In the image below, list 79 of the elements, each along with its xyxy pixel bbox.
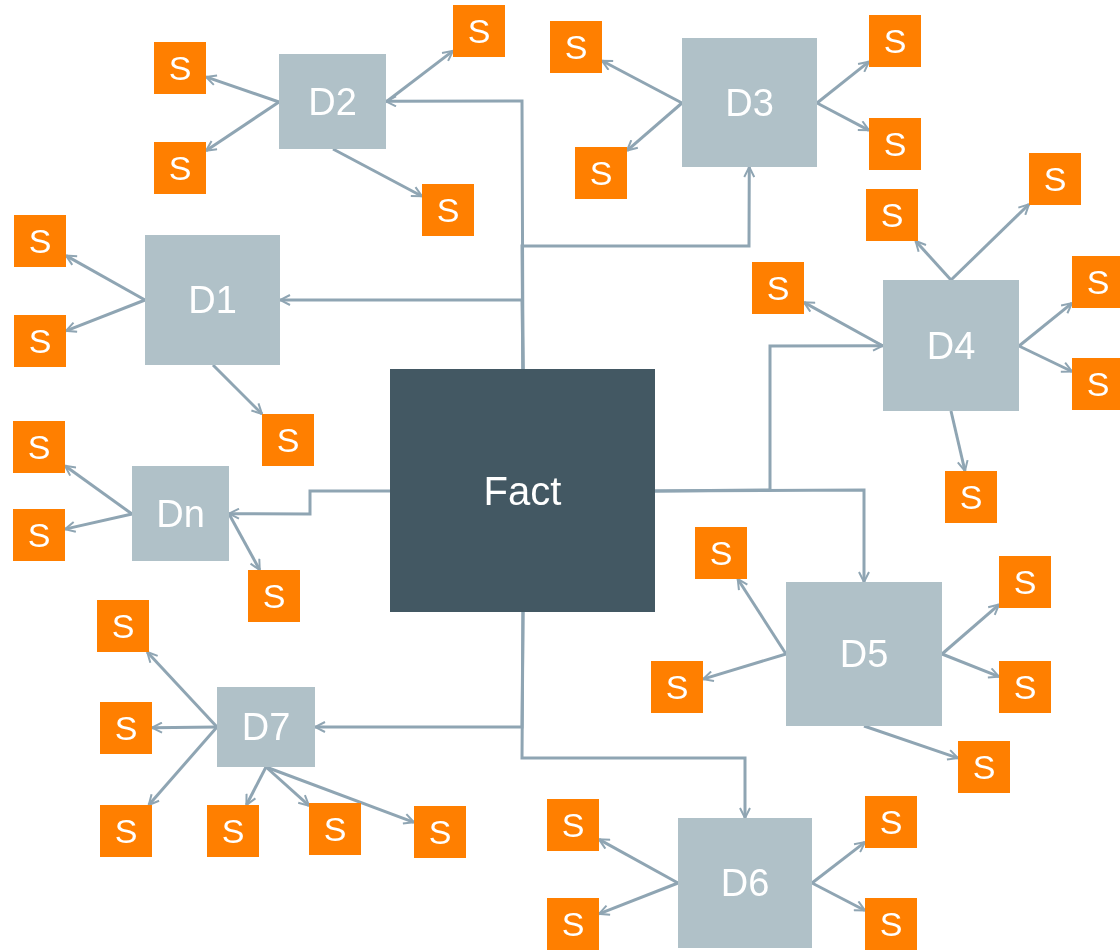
fact-box: Fact <box>390 369 655 612</box>
source-box: S <box>154 142 206 194</box>
arrow <box>816 101 870 132</box>
source-box: S <box>866 189 918 241</box>
arrow <box>228 489 390 520</box>
source-box: S <box>547 898 599 950</box>
arrow <box>147 726 219 806</box>
source-box: S <box>13 421 65 473</box>
source-box: S <box>14 215 66 267</box>
source-box: S <box>14 315 66 367</box>
arrow <box>65 298 146 333</box>
source-box: S <box>869 15 921 67</box>
source-box: S <box>262 414 314 466</box>
dimension-box: D5 <box>786 582 942 726</box>
arrow <box>601 59 683 105</box>
source-box: S <box>999 556 1051 608</box>
arrow <box>626 101 683 152</box>
arrow <box>151 721 217 734</box>
dimension-box: D3 <box>682 38 817 167</box>
source-box: S <box>651 661 703 713</box>
dimension-box: D4 <box>883 280 1019 411</box>
dimension-box: Dn <box>132 466 229 561</box>
arrow <box>655 488 870 583</box>
arrow <box>211 363 264 416</box>
arrow <box>1018 344 1073 373</box>
source-box: S <box>865 796 917 848</box>
dimension-box: D6 <box>678 818 812 948</box>
source-box: S <box>100 805 152 857</box>
arrow <box>736 578 788 655</box>
dimension-box: D7 <box>217 687 315 767</box>
source-box: S <box>550 21 602 73</box>
arrow <box>702 652 787 682</box>
source-box: S <box>958 741 1010 793</box>
source-box: S <box>1072 256 1120 308</box>
source-box: S <box>422 184 474 236</box>
source-box: S <box>695 527 747 579</box>
arrow <box>64 512 133 533</box>
arrow <box>598 881 679 916</box>
source-box: S <box>248 570 300 622</box>
source-box: S <box>575 147 627 199</box>
source-box: S <box>154 42 206 94</box>
arrow <box>949 410 969 472</box>
source-box: S <box>100 702 152 754</box>
arrow <box>205 100 280 152</box>
source-box: S <box>1072 358 1120 410</box>
arrow <box>1018 301 1073 348</box>
source-box: S <box>453 5 505 57</box>
source-box: S <box>547 799 599 851</box>
dimension-box: D2 <box>279 54 386 149</box>
arrow <box>863 724 959 761</box>
arrow <box>598 838 679 885</box>
source-box: S <box>869 118 921 170</box>
arrow <box>64 464 133 516</box>
source-box: S <box>207 805 259 857</box>
arrow <box>146 650 219 729</box>
arrow <box>803 301 884 348</box>
source-box: S <box>752 262 804 314</box>
source-box: S <box>309 803 361 855</box>
arrow <box>914 240 953 281</box>
arrow <box>65 254 146 302</box>
arrow <box>811 881 866 912</box>
source-box: S <box>414 806 466 858</box>
source-box: S <box>1029 153 1081 205</box>
arrow <box>314 612 525 733</box>
arrow <box>520 166 756 369</box>
arrow <box>949 203 1031 282</box>
dimension-box: D1 <box>145 235 280 365</box>
source-box: S <box>865 898 917 950</box>
arrow <box>332 147 423 198</box>
arrow <box>245 766 268 806</box>
source-box: S <box>999 661 1051 713</box>
source-box: S <box>13 509 65 561</box>
arrow <box>811 840 866 885</box>
arrow <box>205 74 280 104</box>
source-box: S <box>945 471 997 523</box>
arrow <box>941 603 1000 656</box>
arrow <box>941 652 1000 679</box>
source-box: S <box>97 600 149 652</box>
arrow <box>816 60 870 105</box>
